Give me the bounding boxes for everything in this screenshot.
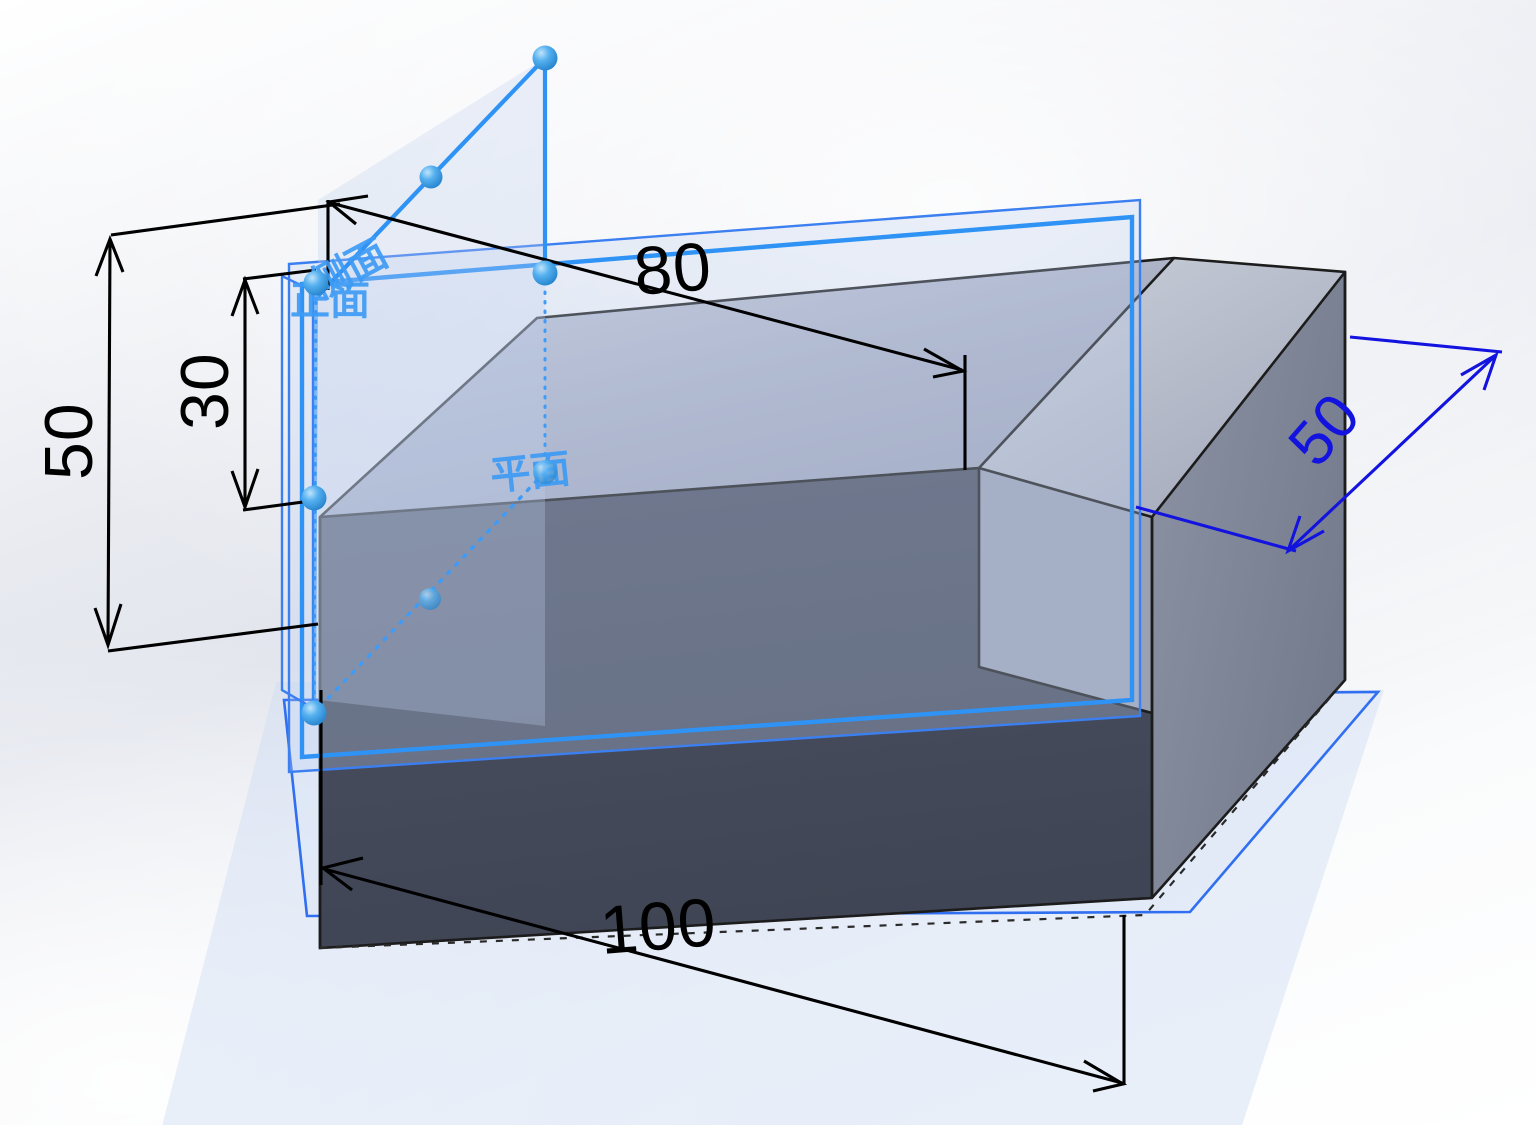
dim-50-arrow-down <box>93 603 123 650</box>
plane-label-front[interactable]: 正面 <box>290 279 370 323</box>
dim-100-arrow-left <box>319 856 364 892</box>
dim-100-arrow-right <box>1083 1059 1128 1093</box>
dim-depth-arrow-lower <box>1285 515 1325 555</box>
dim-80-label[interactable]: 80 <box>631 228 714 310</box>
handle-sketch-apex[interactable] <box>532 45 558 71</box>
dim-30-label[interactable]: 30 <box>167 352 243 430</box>
handle-top-plane-center[interactable] <box>533 460 557 484</box>
reference-plane-right[interactable] <box>316 56 548 726</box>
handle-origin-top[interactable] <box>303 270 329 296</box>
dimension-height-step[interactable]: 30 <box>167 268 319 512</box>
right-plane-fill <box>318 58 545 726</box>
solid-face-tall-top <box>979 258 1345 517</box>
dim-80-arrow-left <box>325 194 369 226</box>
dim-depth-line <box>1287 354 1497 552</box>
dim-100-line <box>323 867 1123 1085</box>
solid-face-front <box>320 468 1152 948</box>
dim-30-ext-upper <box>242 268 317 281</box>
front-plane-outline <box>287 198 1142 774</box>
dim-depth-ext-upper <box>1349 335 1503 354</box>
handle-top-plane-axis[interactable] <box>419 588 441 610</box>
plane-label-top[interactable]: 平面 <box>488 447 572 499</box>
dim-50-label[interactable]: 50 <box>31 402 107 480</box>
solid-face-right <box>1152 272 1345 898</box>
dim-80-line <box>330 201 963 372</box>
dimension-height-overall[interactable]: 50 <box>31 202 341 653</box>
solid-face-tall-inner <box>979 468 1152 713</box>
dim-50-line <box>106 241 112 643</box>
dim-50-ext-upper <box>110 202 341 237</box>
handle-plane-front-mid[interactable] <box>301 485 327 511</box>
dim-30-arrow-down <box>230 468 260 512</box>
dim-80-arrow-right <box>923 347 968 379</box>
front-plane-outline-highlight <box>299 214 1135 760</box>
handle-sketch-lower[interactable] <box>532 260 558 286</box>
dim-depth-arrow-upper <box>1460 351 1499 391</box>
front-plane-fill <box>289 200 1140 772</box>
dimension-length-notch[interactable]: 80 <box>325 194 968 470</box>
handle-sketch-mid[interactable] <box>419 165 443 189</box>
reference-plane-front[interactable] <box>280 198 1142 774</box>
solid-edge-tall-top-right <box>1150 271 1347 518</box>
dim-50-arrow-up <box>94 234 125 277</box>
dim-50-ext-lower <box>107 622 319 653</box>
top-plane-axis-dotted <box>312 470 547 715</box>
dim-30-arrow-up <box>230 275 260 317</box>
dim-100-label[interactable]: 100 <box>597 884 719 969</box>
handle-origin-bottom[interactable] <box>301 700 327 726</box>
solid-body[interactable] <box>318 256 1347 950</box>
dim-depth-ext-lower <box>1135 505 1297 553</box>
manipulator-handles[interactable] <box>301 45 558 726</box>
solid-edge-hidden-bottom <box>319 679 1346 950</box>
dimension-length-overall[interactable]: 100 <box>319 690 1128 1093</box>
